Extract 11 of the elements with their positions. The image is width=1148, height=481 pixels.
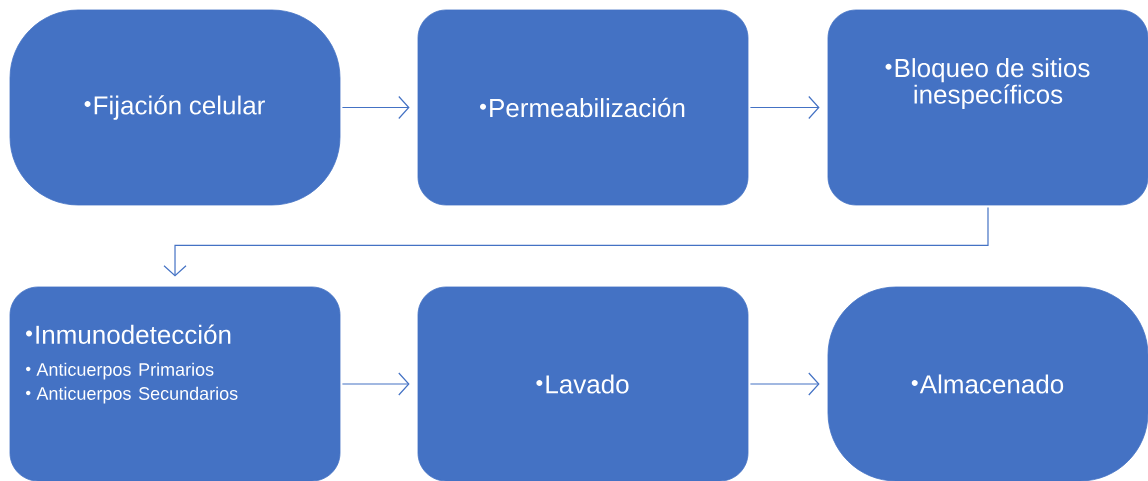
arrow bbox=[749, 95, 820, 120]
process-box: Fijación celular bbox=[9, 9, 341, 206]
process-box: Lavado bbox=[417, 286, 749, 481]
arrow bbox=[163, 206, 989, 277]
process-box: Almacenado bbox=[827, 286, 1148, 481]
arrow bbox=[749, 372, 820, 396]
process-box: Permeabilización bbox=[417, 9, 749, 206]
arrow bbox=[341, 372, 410, 396]
process-box: Bloqueo de sitios inespecíficos bbox=[827, 9, 1148, 206]
process-box: Inmunodetección Anticuerpos Primarios Anticuerpos Secundarios bbox=[9, 286, 341, 481]
arrow bbox=[341, 95, 410, 120]
